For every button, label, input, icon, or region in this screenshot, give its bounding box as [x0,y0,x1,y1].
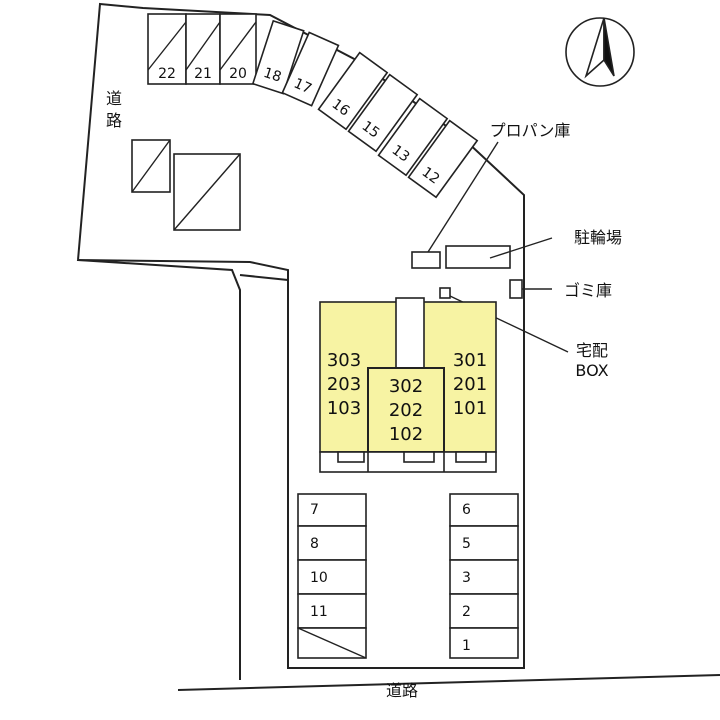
propane-storage: プロパン庫 [411,121,571,269]
delivery-label-1: 宅配 [576,341,608,360]
parking-space: 16 [317,51,389,131]
parking-number: 6 [462,502,471,518]
unit-number: 203 [327,374,361,395]
propane-label: プロパン庫 [490,121,571,140]
parking-space: 20 [219,13,257,85]
parking-number: 20 [229,66,247,82]
reserved-space [131,139,171,193]
parking-number: 5 [462,536,471,552]
bottom-road-edge [177,674,720,691]
parking-space: 12 [407,119,479,199]
center-unit-block [367,367,445,453]
parking-space: 22 [147,13,187,85]
parking-number: 10 [310,570,328,586]
site-inner-edge [239,274,289,281]
parking-number: 2 [462,604,471,620]
unit-number: 102 [389,424,423,445]
left-road-label-2: 路 [106,111,122,130]
unit-number: 201 [453,374,487,395]
parking-top-row: 22 21 20 18 17 16 15 [147,13,479,199]
delivery-label-2: BOX [575,361,608,380]
north-arrow-icon [565,17,635,87]
unit-number: 302 [389,376,423,397]
stairwell [395,297,425,369]
unit-number: 301 [453,350,487,371]
unit-number: 303 [327,350,361,371]
parking-number: 21 [194,66,212,82]
bicycle-label: 駐輪場 [574,228,622,247]
unit-number: 202 [389,400,423,421]
parking-bottom-left: 7 8 10 11 [297,493,367,659]
parking-space: 18 [251,19,305,95]
parking-number: 17 [291,76,314,98]
parking-number: 7 [310,502,319,518]
parking-space: 13 [377,97,449,177]
parking-number: 11 [310,604,328,620]
unit-number: 101 [453,398,487,419]
bicycle-parking: 駐輪場 [445,228,622,269]
parking-number: 3 [462,570,471,586]
garbage-storage: ゴミ庫 [509,279,612,300]
parking-space: 15 [347,73,419,153]
parking-space: 17 [281,31,340,107]
reserved-space [173,153,241,231]
parking-number: 1 [462,638,471,654]
parking-number: 22 [158,66,176,82]
left-road-edge [77,259,241,680]
parking-number: 18 [261,65,283,86]
parking-space: 21 [185,13,221,85]
parking-bottom-right: 6 5 3 2 1 [449,493,519,659]
garbage-label: ゴミ庫 [564,281,612,300]
left-road-label-1: 道 [106,89,122,108]
apartment-building: 303 203 103 302 202 102 301 201 101 [319,297,497,473]
unit-number: 103 [327,398,361,419]
bottom-road-label: 道路 [386,681,418,700]
parking-number: 8 [310,536,319,552]
